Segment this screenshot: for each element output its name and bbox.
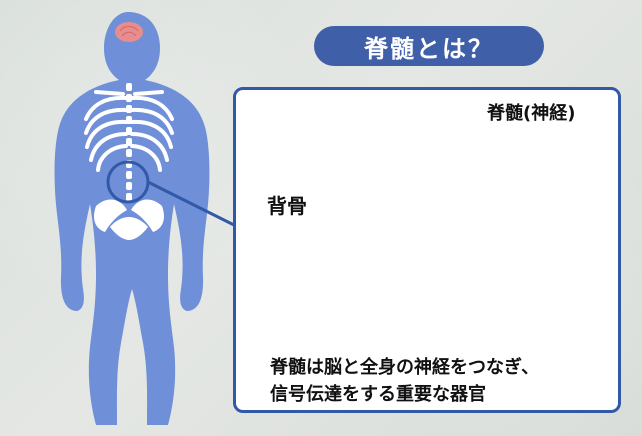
info-panel bbox=[233, 87, 621, 413]
description-line-1: 脊髄は脳と全身の神経をつなぎ、 bbox=[270, 357, 540, 378]
backbone-label: 背骨 bbox=[267, 194, 307, 218]
description-line-2: 信号伝達をする重要な器官 bbox=[270, 384, 486, 405]
description-text: 脊髄は脳と全身の神経をつなぎ、 信号伝達をする重要な器官 bbox=[270, 354, 600, 408]
spine-icon bbox=[126, 83, 132, 201]
page-title: 脊髄とは？ bbox=[314, 26, 544, 66]
brain-folds-icon bbox=[119, 25, 139, 37]
callout-line bbox=[147, 180, 237, 228]
pelvis-icon bbox=[94, 199, 164, 240]
human-body-silhouette bbox=[54, 12, 237, 425]
spinal-cord-label: 脊髄(神経) bbox=[487, 103, 576, 124]
ribcage-icon bbox=[84, 90, 174, 172]
